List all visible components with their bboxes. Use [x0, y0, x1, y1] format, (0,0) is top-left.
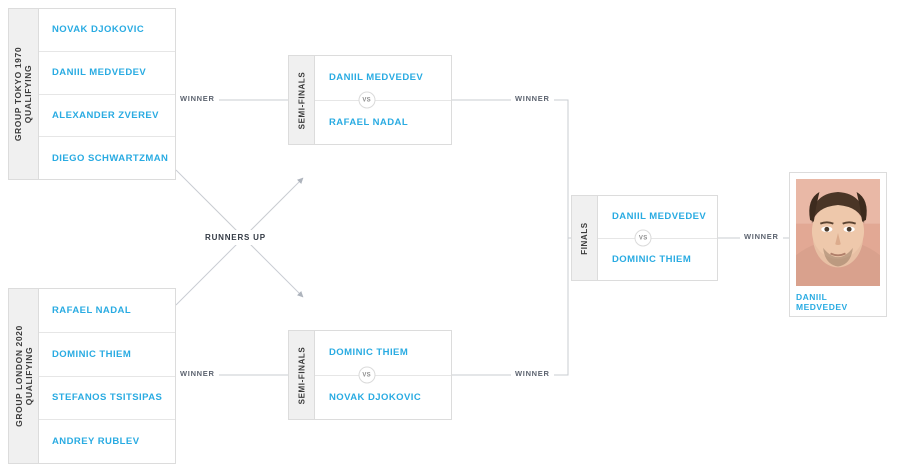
- winner-label-group-bottom: WINNER: [176, 367, 219, 380]
- winner-name-line1: DANIIL: [796, 292, 828, 302]
- group-tab-tokyo: GROUP TOKYO 1970 QUALIFYING: [9, 9, 39, 179]
- match-player-name: NOVAK DJOKOVIC: [329, 391, 422, 403]
- match-player-name: RAFAEL NADAL: [329, 116, 409, 128]
- player-row[interactable]: DIEGO SCHWARTZMAN: [39, 137, 175, 179]
- player-row[interactable]: DANIIL MEDVEDEV: [39, 52, 175, 95]
- winner-label-group-top: WINNER: [176, 92, 219, 105]
- player-row[interactable]: DOMINIC THIEM: [39, 333, 175, 377]
- winner-card[interactable]: DANIIL MEDVEDEV: [789, 172, 887, 317]
- winner-caption: DANIIL MEDVEDEV: [796, 292, 880, 312]
- player-name: DANIIL MEDVEDEV: [52, 67, 147, 79]
- group-tab-label-tokyo: GROUP TOKYO 1970 QUALIFYING: [14, 47, 34, 141]
- winner-photo: [796, 179, 880, 286]
- finals-tab: FINALS: [572, 196, 598, 280]
- winner-name-line2: MEDVEDEV: [796, 302, 848, 312]
- player-name: DIEGO SCHWARTZMAN: [52, 152, 169, 164]
- player-name: STEFANOS TSITSIPAS: [52, 392, 163, 404]
- finals-label: FINALS: [580, 221, 589, 255]
- vs-badge: VS: [358, 91, 376, 109]
- winner-label-semi-bottom: WINNER: [511, 367, 554, 380]
- semifinal-label-bottom: SEMI-FINALS: [297, 346, 306, 404]
- group-players-london: RAFAEL NADAL DOMINIC THIEM STEFANOS TSIT…: [39, 289, 175, 463]
- player-name: DOMINIC THIEM: [52, 348, 132, 360]
- semifinal-tab-top: SEMI-FINALS: [289, 56, 315, 144]
- player-row[interactable]: ANDREY RUBLEV: [39, 420, 175, 463]
- winner-label-semi-top: WINNER: [511, 92, 554, 105]
- vs-badge: VS: [358, 366, 376, 384]
- player-row[interactable]: RAFAEL NADAL: [39, 289, 175, 333]
- semifinal-label-top: SEMI-FINALS: [297, 71, 306, 129]
- semifinal-players-top: DANIIL MEDVEDEV RAFAEL NADAL VS: [315, 56, 451, 144]
- group-players-tokyo: NOVAK DJOKOVIC DANIIL MEDVEDEV ALEXANDER…: [39, 9, 175, 179]
- group-label-london: GROUP LONDON 2020: [13, 325, 24, 427]
- runners-up-label: RUNNERS UP: [200, 230, 271, 245]
- group-tab-label-london: GROUP LONDON 2020 QUALIFYING: [14, 325, 34, 427]
- group-tab-london: GROUP LONDON 2020 QUALIFYING: [9, 289, 39, 463]
- group-label-tokyo: GROUP TOKYO 1970: [13, 46, 24, 142]
- match-row[interactable]: DANIIL MEDVEDEV: [598, 196, 717, 239]
- match-player-name: DANIIL MEDVEDEV: [612, 211, 707, 223]
- player-name: ANDREY RUBLEV: [52, 436, 140, 448]
- line-semi-bottom-to-finals: [452, 238, 569, 376]
- match-player-name: DOMINIC THIEM: [329, 347, 409, 359]
- group-sublabel-london: QUALIFYING: [23, 346, 34, 406]
- vs-badge: VS: [634, 229, 652, 247]
- semifinal-tab-bottom: SEMI-FINALS: [289, 331, 315, 419]
- match-row[interactable]: DOMINIC THIEM: [315, 331, 451, 376]
- player-name: NOVAK DJOKOVIC: [52, 24, 145, 36]
- match-row[interactable]: DOMINIC THIEM: [598, 239, 717, 281]
- match-row[interactable]: DANIIL MEDVEDEV: [315, 56, 451, 101]
- player-name: ALEXANDER ZVEREV: [52, 109, 159, 121]
- semifinal-box-bottom: SEMI-FINALS DOMINIC THIEM NOVAK DJOKOVIC…: [288, 330, 452, 420]
- player-row[interactable]: STEFANOS TSITSIPAS: [39, 377, 175, 421]
- match-player-name: DOMINIC THIEM: [612, 253, 692, 265]
- group-box-tokyo: GROUP TOKYO 1970 QUALIFYING NOVAK DJOKOV…: [8, 8, 176, 180]
- match-row[interactable]: NOVAK DJOKOVIC: [315, 376, 451, 420]
- semifinal-box-top: SEMI-FINALS DANIIL MEDVEDEV RAFAEL NADAL…: [288, 55, 452, 145]
- player-name: RAFAEL NADAL: [52, 304, 132, 316]
- player-row[interactable]: NOVAK DJOKOVIC: [39, 9, 175, 52]
- player-row[interactable]: ALEXANDER ZVEREV: [39, 95, 175, 138]
- line-semi-top-to-finals: [452, 99, 576, 239]
- finals-players: DANIIL MEDVEDEV DOMINIC THIEM VS: [598, 196, 717, 280]
- match-player-name: DANIIL MEDVEDEV: [329, 72, 424, 84]
- winner-portrait-icon: [796, 179, 880, 286]
- group-sublabel-tokyo: QUALIFYING: [23, 64, 34, 124]
- semifinal-players-bottom: DOMINIC THIEM NOVAK DJOKOVIC VS: [315, 331, 451, 419]
- winner-label-final: WINNER: [740, 230, 783, 243]
- finals-box: FINALS DANIIL MEDVEDEV DOMINIC THIEM VS: [571, 195, 718, 281]
- match-row[interactable]: RAFAEL NADAL: [315, 101, 451, 145]
- group-box-london: GROUP LONDON 2020 QUALIFYING RAFAEL NADA…: [8, 288, 176, 464]
